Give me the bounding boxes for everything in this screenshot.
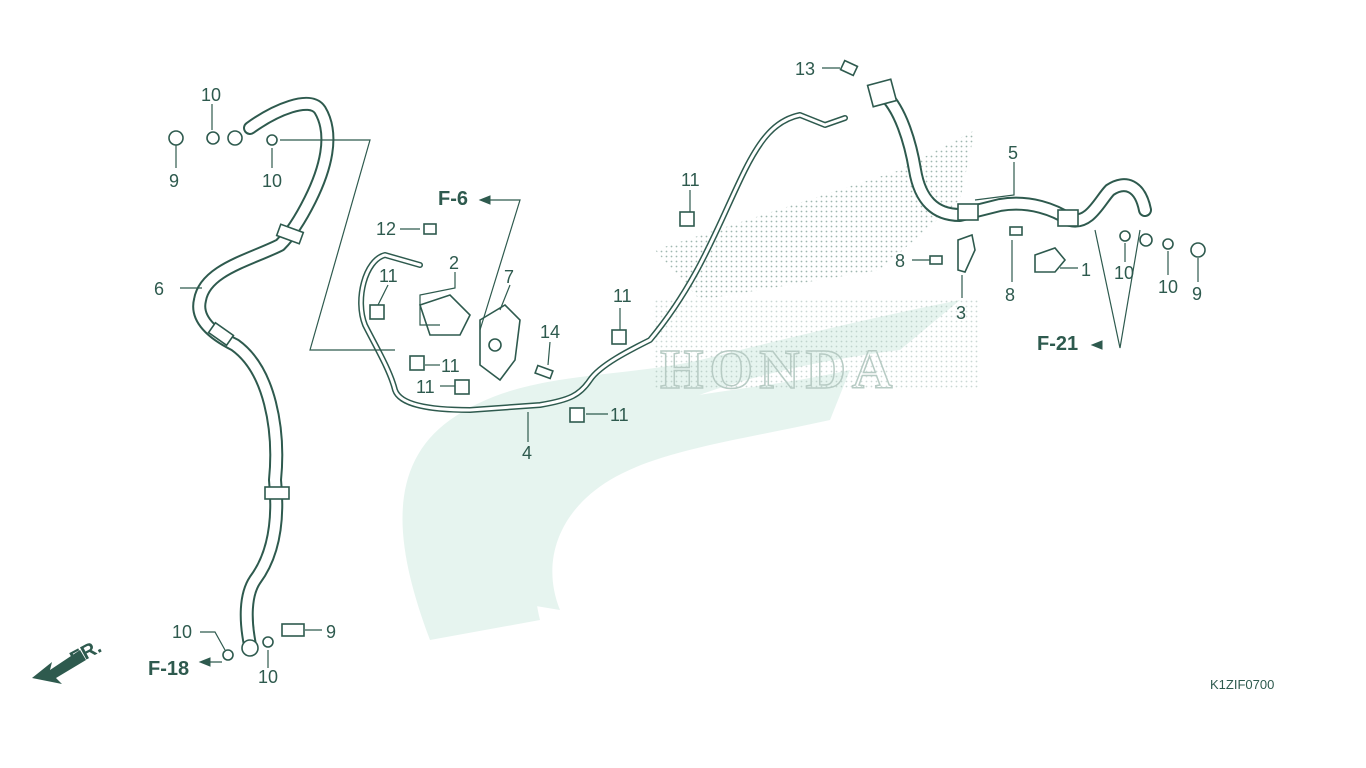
part-3-clamp xyxy=(957,233,976,273)
figure-references: F-6 F-18 F-21 xyxy=(148,188,1078,680)
front-direction-arrow: FR. xyxy=(32,636,105,684)
callout-14: 14 xyxy=(540,322,560,342)
callout-9b: 9 xyxy=(326,622,336,642)
callout-10a: 10 xyxy=(201,85,221,105)
part-7-joint xyxy=(479,303,521,382)
callout-numbers: 1 2 3 4 5 6 7 8 8 9 9 9 10 10 10 10 10 1… xyxy=(154,59,1202,687)
reference-f18[interactable]: F-18 xyxy=(148,658,189,680)
leader-lines xyxy=(175,67,1199,668)
callout-11a: 11 xyxy=(379,266,398,286)
callout-8b: 8 xyxy=(1005,285,1015,305)
part-4-brake-pipe xyxy=(358,112,848,413)
callout-11b: 11 xyxy=(441,356,460,376)
callout-11f: 11 xyxy=(681,170,700,190)
callout-11e: 11 xyxy=(613,286,632,306)
diagram-code: K1ZIF0700 xyxy=(1210,677,1274,692)
part-1-clamp xyxy=(1034,247,1067,273)
callout-4: 4 xyxy=(522,443,532,463)
callout-3: 3 xyxy=(956,303,966,323)
part-6-front-brake-hose xyxy=(168,96,335,661)
callout-11d: 11 xyxy=(610,405,629,425)
callout-10e: 10 xyxy=(1114,263,1134,283)
clips-part-11 xyxy=(369,211,695,423)
callout-5: 5 xyxy=(1008,143,1018,163)
callout-12: 12 xyxy=(376,219,396,239)
callout-10f: 10 xyxy=(1158,277,1178,297)
reference-f6[interactable]: F-6 xyxy=(438,188,468,210)
callout-10b: 10 xyxy=(262,171,282,191)
callout-11c: 11 xyxy=(416,377,435,397)
callout-10d: 10 xyxy=(258,667,278,687)
callout-6: 6 xyxy=(154,279,164,299)
bolts xyxy=(423,59,1023,380)
svg-text:HONDA: HONDA xyxy=(660,339,898,401)
part-2-bracket xyxy=(418,294,471,336)
callout-13: 13 xyxy=(795,59,815,79)
callout-9c: 9 xyxy=(1192,284,1202,304)
honda-watermark-logo: HONDA xyxy=(402,130,980,640)
reference-f21[interactable]: F-21 xyxy=(1037,333,1078,355)
callout-9a: 9 xyxy=(169,171,179,191)
callout-8a: 8 xyxy=(895,251,905,271)
callout-2: 2 xyxy=(449,253,459,273)
part-5-rear-brake-hose xyxy=(866,78,1206,258)
callout-1: 1 xyxy=(1081,260,1091,280)
callout-7: 7 xyxy=(504,267,514,287)
callout-10c: 10 xyxy=(172,622,192,642)
